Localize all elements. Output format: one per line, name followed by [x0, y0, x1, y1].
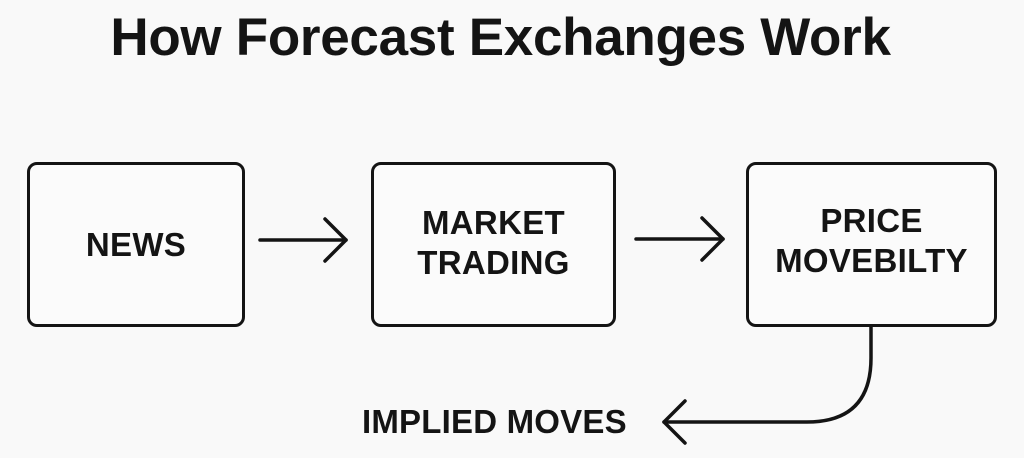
node-news-label: NEWS	[85, 225, 187, 263]
diagram-title: How Forecast Exchanges Work	[110, 8, 891, 67]
node-news: NEWS	[27, 162, 245, 327]
curved-arrow-left-icon	[662, 325, 873, 445]
node-market-trading: MARKET TRADING	[371, 162, 616, 327]
node-price-movebility: PRICE MOVEBILTY	[746, 162, 997, 327]
node-price-movebility-line2: MOVEBILTY	[775, 241, 968, 279]
implied-moves-label: IMPLIED MOVES	[362, 403, 627, 440]
node-price-movebility-line1: PRICE	[820, 201, 923, 239]
arrow-right-icon	[634, 216, 725, 262]
node-market-trading-line2: TRADING	[417, 243, 570, 281]
arrow-right-icon	[258, 217, 348, 263]
node-market-trading-line1: MARKET	[422, 203, 565, 241]
